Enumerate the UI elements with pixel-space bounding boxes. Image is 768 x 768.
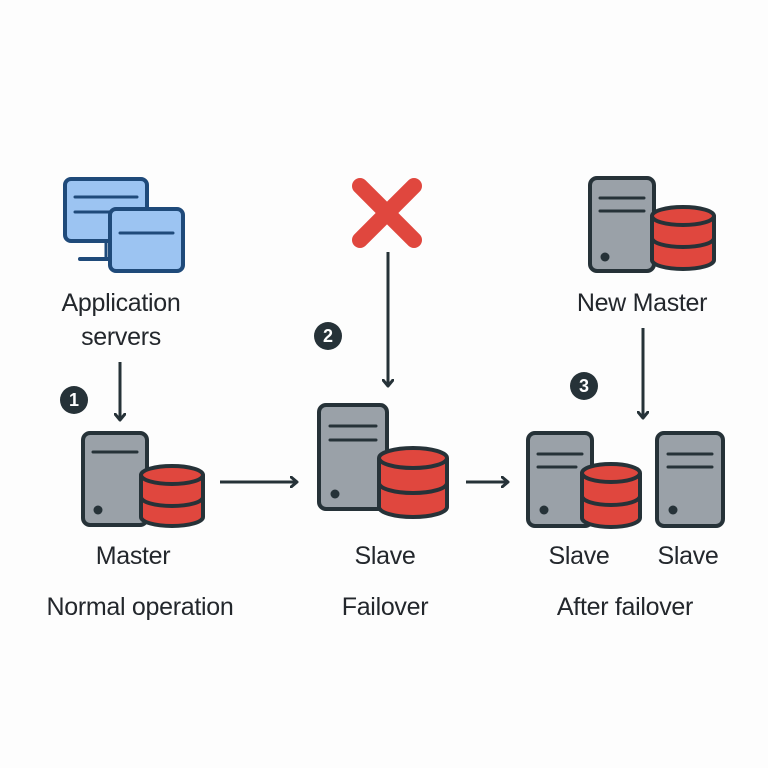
caption-normal-operation: Normal operation — [46, 593, 234, 621]
step-badge-3: 3 — [570, 372, 598, 400]
new-master-server-icon — [588, 176, 656, 273]
new-master-label: New Master — [576, 289, 708, 317]
slave-database-icon — [377, 446, 449, 519]
slave-label-b: Slave — [657, 542, 719, 570]
slave-server-icon — [317, 403, 389, 511]
slave-database-icon-a — [580, 462, 642, 529]
red-x-icon — [352, 178, 422, 248]
app-servers-label-line2: servers — [81, 323, 161, 351]
application-servers-icon — [63, 177, 185, 273]
master-database-icon — [139, 464, 205, 528]
app-servers-label-line1: Application — [61, 289, 181, 317]
slave-label-a: Slave — [548, 542, 610, 570]
slave-server-icon-b — [655, 431, 725, 528]
slave-server-icon-a — [526, 431, 594, 528]
step-badge-2: 2 — [314, 322, 342, 350]
master-label: Master — [95, 542, 171, 570]
caption-after-failover: After failover — [556, 593, 694, 621]
caption-failover: Failover — [341, 593, 429, 621]
slave-label: Slave — [354, 542, 416, 570]
step-badge-1: 1 — [60, 386, 88, 414]
master-server-icon — [81, 431, 149, 527]
new-master-database-icon — [650, 205, 716, 271]
